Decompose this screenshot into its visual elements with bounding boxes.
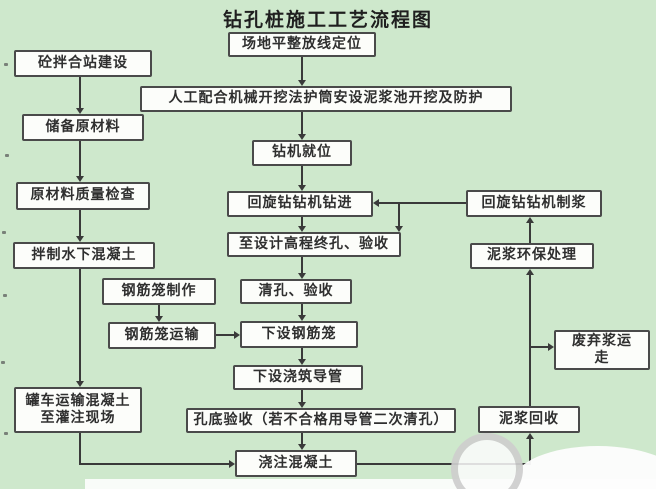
connector-mixing-to-truck (79, 269, 81, 381)
arrowhead-up-icon (526, 269, 534, 275)
flow-node-truck-transport: 罐车运输混凝土 至灌注现场 (14, 387, 142, 433)
connector-acceptance-to-pour (301, 433, 303, 444)
connector-excavation-to-rig (301, 112, 303, 134)
watermark-strip (85, 479, 656, 489)
flow-node-excavation: 人工配合机械开挖法护筒安设泥浆池开挖及防护 (140, 86, 512, 112)
flow-node-underwater-concrete: 拌制水下混凝土 (13, 242, 155, 269)
flow-node-bottom-acceptance: 孔底验收（若不合格用导管二次清孔） (186, 408, 456, 433)
flow-node-rotary-drilling: 回旋钻钻机钻进 (227, 191, 373, 217)
page-title: 钻孔桩施工工艺流程图 (222, 9, 433, 31)
watermark-blob (513, 446, 656, 489)
arrowhead-down-icon (76, 176, 84, 182)
arrowhead-down-icon (298, 273, 306, 279)
flow-node-install-cage: 下设钢筋笼 (240, 321, 358, 348)
connector-transport-to-install (216, 334, 234, 336)
arrowhead-down-icon (76, 236, 84, 242)
connector-cleaning-to-cage (301, 304, 303, 315)
connector-treatment-to-making (529, 223, 531, 243)
arrowhead-down-icon (298, 226, 306, 232)
connector-making-to-drilling (379, 202, 466, 204)
arrowhead-down-icon (76, 108, 84, 114)
scan-speck (3, 294, 7, 297)
arrowhead-right-icon (229, 460, 235, 468)
connector-pour-to-recovery-horizontal (357, 463, 531, 465)
connector-elevation-to-cleaning (301, 257, 303, 273)
scan-speck (4, 432, 8, 435)
flow-node-hole-cleaning: 清孔、验收 (240, 279, 352, 304)
flow-node-design-elevation: 至设计高程终孔、验收 (227, 232, 401, 257)
connector-leveling-to-excavation (301, 57, 303, 80)
flow-node-cage-fabrication: 钢筋笼制作 (102, 278, 216, 305)
arrowhead-left-icon (373, 199, 379, 207)
arrowhead-up-icon (526, 433, 534, 439)
flow-node-rig-in-place: 钻机就位 (252, 140, 352, 166)
arrowhead-down-icon (298, 185, 306, 191)
flow-node-raw-materials: 储备原材料 (22, 114, 144, 141)
arrowhead-down-icon (395, 226, 403, 232)
arrowhead-down-icon (76, 381, 84, 387)
flow-node-site-leveling: 场地平整放线定位 (228, 32, 376, 57)
connector-to-waste-slurry (529, 346, 548, 348)
flow-node-mixing-station: 砼拌合站建设 (14, 50, 152, 77)
scan-speck (1, 361, 5, 364)
arrowhead-down-icon (298, 134, 306, 140)
connector-inspection-to-mixing (79, 210, 81, 236)
connector-fabrication-to-transport (158, 305, 160, 316)
scan-speck (5, 154, 9, 157)
connector-station-to-materials (79, 77, 81, 108)
flow-node-waste-slurry: 废弃浆运 走 (554, 330, 650, 370)
connector-pour-to-recovery-vertical (529, 439, 531, 465)
arrowhead-down-icon (298, 444, 306, 450)
arrowhead-right-icon (234, 331, 240, 339)
arrowhead-down-icon (298, 80, 306, 86)
connector-materials-to-inspection (79, 141, 81, 176)
flow-node-material-inspection: 原材料质量检查 (16, 182, 150, 210)
arrowhead-down-icon (298, 315, 306, 321)
scan-speck (2, 231, 6, 234)
flow-node-cage-transport: 钢筋笼运输 (108, 322, 216, 349)
arrowhead-down-icon (298, 359, 306, 365)
arrowhead-up-icon (526, 217, 534, 223)
scan-speck (4, 63, 8, 66)
connector-rig-to-drilling (301, 166, 303, 185)
flow-node-pour-concrete: 浇注混凝土 (235, 450, 357, 477)
connector-truck-to-pour (79, 463, 230, 465)
connector-making-to-elevation (398, 203, 400, 226)
connector-conduit-to-acceptance (301, 390, 303, 402)
flow-node-slurry-recovery: 泥浆回收 (478, 406, 580, 433)
flow-node-install-conduit: 下设浇筑导管 (233, 365, 363, 390)
arrowhead-right-icon (548, 343, 554, 351)
connector-recovery-to-treatment (529, 275, 531, 406)
connector-drilling-to-elevation (301, 217, 303, 226)
watermark-circle (451, 433, 523, 489)
flow-node-slurry-treatment: 泥浆环保处理 (470, 243, 594, 269)
connector-cage-to-conduit (301, 348, 303, 359)
arrowhead-down-icon (155, 316, 163, 322)
flow-node-slurry-making: 回旋钻钻机制浆 (466, 190, 602, 217)
connector-truck-down (79, 433, 81, 465)
arrowhead-down-icon (298, 402, 306, 408)
